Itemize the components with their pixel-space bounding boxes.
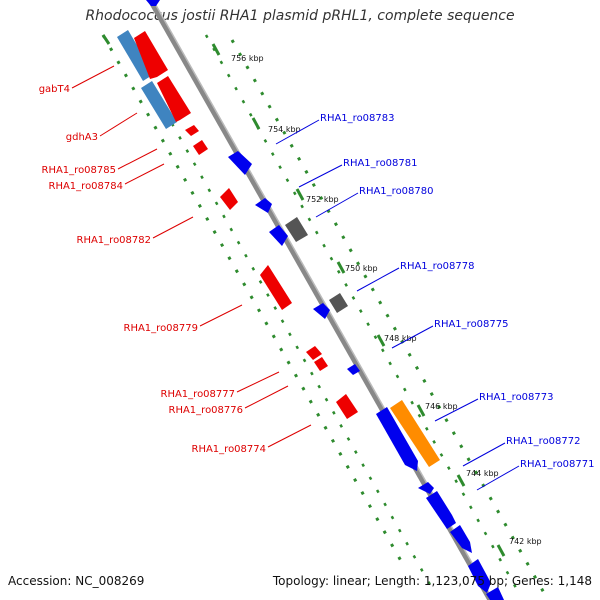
- kbp-label: 750 kbp: [345, 264, 378, 273]
- label-leader: [71, 65, 115, 89]
- gene-arrow-forward[interactable]: [146, 0, 160, 6]
- gene-forward-bottom2[interactable]: [486, 587, 504, 600]
- label-leader: [152, 216, 194, 239]
- label-leader: [124, 163, 165, 185]
- gene-label-reverse[interactable]: RHA1_ro08784: [49, 181, 124, 192]
- gene-forward-ro08780[interactable]: [269, 225, 288, 246]
- gene-forward-ro08772[interactable]: [426, 491, 456, 529]
- accession-text: Accession: NC_008269: [8, 574, 145, 588]
- gene-forward-ro08781[interactable]: [255, 198, 272, 213]
- gene-label-forward[interactable]: RHA1_ro08780: [359, 186, 434, 197]
- kbp-label: 742 kbp: [509, 537, 542, 546]
- major-tick: [376, 334, 386, 347]
- topology-text: Topology: linear; Length: 1,123,075 bp; …: [272, 574, 592, 588]
- map-title: Rhodococcus jostii RHA1 plasmid pRHL1, c…: [85, 8, 515, 24]
- tick-line-outer-left: [101, 34, 407, 569]
- gene-reverse-ro08782[interactable]: [220, 188, 238, 210]
- gene-label-forward[interactable]: RHA1_ro08781: [343, 158, 418, 169]
- gene-label-reverse[interactable]: RHA1_ro08779: [124, 323, 199, 334]
- gene-label-reverse[interactable]: RHA1_ro08782: [77, 235, 152, 246]
- gene-label-forward[interactable]: RHA1_ro08775: [434, 319, 509, 330]
- gene-forward-ro08772a[interactable]: [418, 482, 434, 494]
- label-leader: [244, 385, 289, 409]
- gene-reverse-gdhA3[interactable]: [157, 76, 191, 122]
- gene-highlight-ro08773[interactable]: [390, 400, 440, 467]
- gene-label-reverse[interactable]: RHA1_ro08785: [42, 165, 117, 176]
- gene-label-forward[interactable]: RHA1_ro08771: [520, 459, 595, 470]
- gene-reverse-ro08784[interactable]: [193, 140, 208, 155]
- reverse-strand-genes: [117, 30, 358, 419]
- label-leader: [267, 424, 312, 448]
- label-leader: [434, 398, 479, 422]
- gene-reverse-ro08774[interactable]: [336, 394, 358, 419]
- label-leader: [298, 164, 343, 188]
- gene-forward-ro08778[interactable]: [313, 303, 330, 319]
- gene-label-forward[interactable]: RHA1_ro08783: [320, 113, 395, 124]
- major-tick: [251, 117, 261, 130]
- gene-reverse-gabT4[interactable]: [134, 31, 168, 79]
- gene-forward-ro08775[interactable]: [347, 364, 360, 375]
- gene-label-forward[interactable]: RHA1_ro08773: [479, 392, 554, 403]
- label-leader: [315, 192, 359, 218]
- major-tick: [496, 544, 506, 557]
- gene-pseudo-ro08778[interactable]: [329, 293, 348, 313]
- kbp-label: 756 kbp: [231, 54, 264, 63]
- tick-line-outer-right: [230, 39, 550, 600]
- gene-rna-gdhA3[interactable]: [141, 81, 177, 129]
- gene-forward-ro08771[interactable]: [450, 525, 472, 553]
- gene-forward-bottom[interactable]: [468, 559, 491, 593]
- kbp-label: 744 kbp: [466, 469, 499, 478]
- kbp-label: 752 kbp: [306, 195, 339, 204]
- gene-label-forward[interactable]: RHA1_ro08778: [400, 261, 475, 272]
- gene-reverse-ro08776[interactable]: [314, 357, 328, 371]
- gene-rna-top[interactable]: [117, 30, 154, 81]
- gene-pseudo-ro08780[interactable]: [285, 217, 308, 242]
- major-tick: [211, 43, 221, 56]
- kbp-label: 754 kbp: [268, 125, 301, 134]
- gene-label-reverse[interactable]: RHA1_ro08777: [161, 389, 236, 400]
- gene-reverse-ro08779[interactable]: [260, 265, 292, 310]
- gene-label-reverse[interactable]: gdhA3: [66, 132, 98, 143]
- gene-reverse-ro08785[interactable]: [185, 125, 199, 136]
- label-leader: [476, 465, 520, 491]
- label-leader: [356, 267, 400, 292]
- label-leader: [117, 148, 158, 170]
- label-leader: [99, 112, 138, 137]
- gene-forward-ro08783[interactable]: [228, 151, 252, 175]
- kbp-label: 748 kbp: [384, 334, 417, 343]
- gene-forward-ro08773a[interactable]: [376, 407, 418, 471]
- gene-label-reverse[interactable]: RHA1_ro08776: [169, 405, 244, 416]
- label-leader: [236, 371, 280, 393]
- gene-reverse-ro08777[interactable]: [306, 346, 322, 360]
- forward-strand-genes: [228, 151, 504, 600]
- gene-label-reverse[interactable]: RHA1_ro08774: [192, 444, 267, 455]
- major-tick: [416, 404, 426, 417]
- major-tick: [456, 474, 466, 487]
- major-tick: [336, 261, 346, 274]
- label-leader: [462, 442, 506, 467]
- major-tick: [101, 34, 111, 45]
- gene-label-reverse[interactable]: gabT4: [39, 84, 70, 95]
- major-tick: [295, 188, 305, 201]
- gene-label-forward[interactable]: RHA1_ro08772: [506, 436, 581, 447]
- label-leader: [275, 119, 320, 145]
- label-leader: [391, 325, 434, 349]
- kbp-label: 746 kbp: [425, 402, 458, 411]
- label-leader: [199, 304, 243, 327]
